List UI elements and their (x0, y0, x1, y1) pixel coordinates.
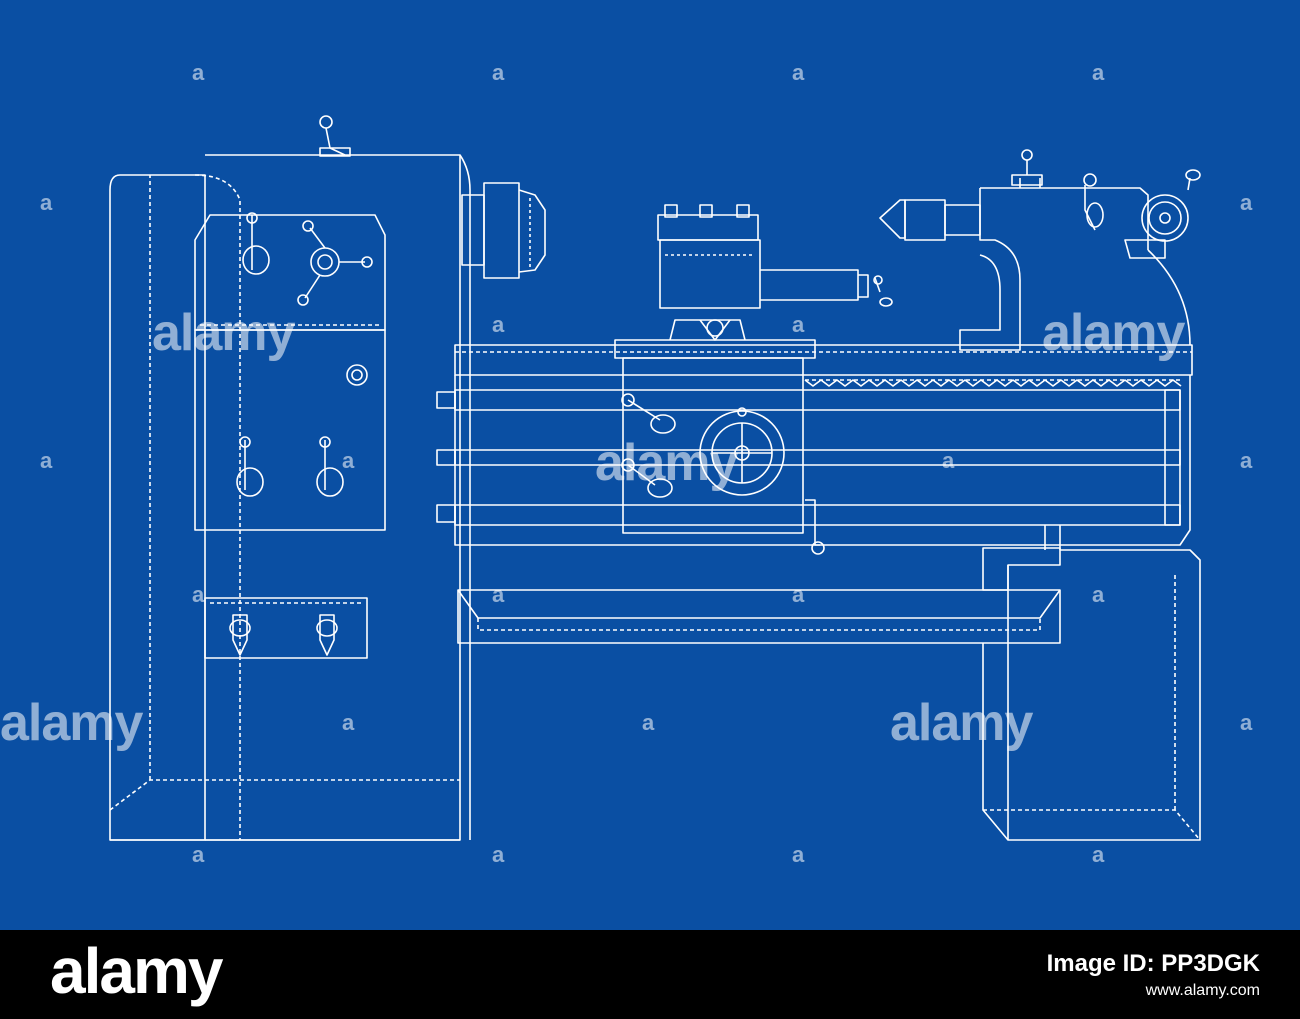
stock-footer-bar: alamy Image ID: PP3DGK www.alamy.com (0, 930, 1300, 1019)
headstock-levers (236, 212, 368, 497)
watermark-letter: a (942, 448, 955, 473)
watermark-logo: alamy (152, 304, 296, 362)
watermark-letter: a (492, 582, 505, 607)
image-id-label: Image ID: PP3DGK (1046, 950, 1260, 977)
footer-logo: alamy (50, 935, 223, 1007)
cross-slide-toolpost (657, 204, 893, 341)
watermark-letter: a (1240, 448, 1253, 473)
watermark-letter: a (192, 60, 205, 85)
watermark-letter: a (792, 582, 805, 607)
watermark-letter: a (1092, 842, 1105, 867)
watermark-letter: a (792, 60, 805, 85)
chip-tray (457, 589, 1061, 644)
watermark-logo: alamy (890, 694, 1034, 752)
watermark-letter: a (492, 312, 505, 337)
blueprint-canvas: alamy alamy alamy alamy alamy a a a a a … (0, 60, 1253, 867)
lathe-wireframe-drawing: alamy alamy alamy alamy alamy a a a a a … (0, 60, 1253, 867)
watermark-letter: a (192, 842, 205, 867)
carriage-apron (614, 339, 825, 555)
watermark-logo: alamy (1042, 304, 1186, 362)
watermark-letter: a (792, 842, 805, 867)
alamy-watermark: alamy alamy alamy alamy alamy a a a a a … (0, 60, 1253, 867)
watermark-letter: a (1240, 710, 1253, 735)
panel-knobs (229, 614, 338, 656)
spindle-chuck (461, 182, 546, 279)
gearbox-panel (194, 214, 386, 659)
headstock-cabinet (109, 154, 471, 841)
watermark-letter: a (40, 448, 53, 473)
top-lever (319, 115, 351, 157)
tailstock (879, 149, 1201, 351)
watermark-letter: a (40, 190, 53, 215)
watermark-logo: alamy (595, 434, 739, 492)
watermark-logo: alamy (0, 694, 144, 752)
watermark-letter: a (1092, 60, 1105, 85)
spoke-handwheel (297, 220, 373, 306)
watermark-letter: a (342, 448, 355, 473)
tailstock-base (982, 525, 1201, 841)
watermark-letter: a (492, 60, 505, 85)
watermark-letter: a (192, 582, 205, 607)
watermark-letter: a (1240, 190, 1253, 215)
lathe-bed (436, 344, 1193, 546)
watermark-letter: a (642, 710, 655, 735)
watermark-letter: a (1092, 582, 1105, 607)
site-url-label: www.alamy.com (1145, 982, 1260, 999)
watermark-letter: a (342, 710, 355, 735)
lathe-body (109, 115, 1201, 841)
watermark-letter: a (792, 312, 805, 337)
watermark-letter: a (492, 842, 505, 867)
